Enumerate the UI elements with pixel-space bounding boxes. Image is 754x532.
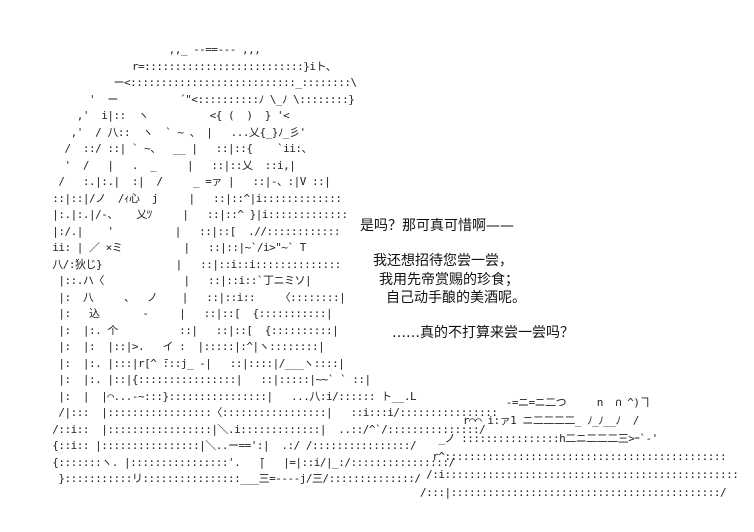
ascii-art-line: / :.|:.| :| / _ =ァ | ::|-、:|V ::| bbox=[40, 175, 331, 188]
ascii-art-line: {:::::::ヽ. |::::::::::::::::'. ̄| |=|::i… bbox=[40, 455, 455, 469]
ascii-art-line: ::|::|/ノ /ｨ心 j | ::|::^|i::::::::::::: bbox=[40, 191, 342, 205]
ascii-art-line: |::.ハ〈 | ::|::i::`丁ニミソ| bbox=[40, 274, 312, 287]
ascii-art-hand-line: r^::::::::::::::::::::::::::::::::::::::… bbox=[420, 450, 727, 463]
ascii-art-line: ' ー ´"<::::::::::ﾉ \_ﾉ \::::::::} bbox=[40, 92, 355, 106]
ascii-art-line: ,' / 八:: ヽ ` ~ 、 | ...乂{_}ﾉ_彡' bbox=[40, 125, 307, 139]
ascii-art-line: |: |:. 个 ::| ::|::[ {::::::::::| bbox=[40, 323, 339, 337]
ascii-art-line: ii: | ／ ×ミ | ::|::|~`/i>"~` T bbox=[40, 241, 306, 254]
ascii-art-line: ー<:::::::::::::::::::::::::::_::::::::\ bbox=[40, 76, 357, 89]
ascii-art-line: ,,_ --==--- ,,, bbox=[40, 43, 261, 56]
ascii-art-line: |: | |⌒...-~:::}::::::::::::::::| ...八:i… bbox=[40, 389, 417, 403]
ascii-art-hand-line: /:i:::::::::::::::::::::::::::::::::::::… bbox=[420, 468, 739, 481]
dialogue-line-5: ……真的不打算来尝一尝吗？ bbox=[392, 325, 574, 341]
ascii-art-line: {::i:: |::::::::::::::::|＼..ー==':| .:/ /… bbox=[40, 439, 417, 452]
ascii-art-line: |: |:. |:::|r[^ ̄:::j_ -| ::|::::|/___ヽ:… bbox=[40, 356, 345, 370]
ascii-art-line: |: 八 、 ノ | ::|::i:: 〈::::::::| bbox=[40, 290, 346, 304]
ascii-art-hand-line: _ノ ::::::::::::::::h二ニ二二二三>ｰ`-' bbox=[420, 432, 658, 445]
dialogue-line-4: 自己动手酿的美酒呢。 bbox=[386, 290, 526, 306]
ascii-art-line: }:::::::::::リ::::::::::::::::___三=----j/… bbox=[40, 472, 421, 485]
ascii-art-hand-line: -=ニ=ニ二つ n ∩ ^)ヿ bbox=[420, 396, 651, 409]
dialogue-line-2: 我还想招待您尝一尝， bbox=[373, 253, 513, 269]
ascii-art-line: ' / | . _ | ::|::乂 ::i,| bbox=[40, 158, 296, 172]
ascii-art-line: /|::: |:::::::::::::::::〈:::::::::::::::… bbox=[40, 406, 498, 419]
ascii-art-line: /::i:: |:::::::::::::::::|＼.i:::::::::::… bbox=[40, 422, 486, 436]
ascii-art-line: |:/.| ' | ::|::[ .//:::::::::::: bbox=[40, 224, 341, 238]
ascii-art-hand-line: /:::|:::::::::::::::::::::::::::::::::::… bbox=[420, 486, 727, 499]
ascii-art-line: r=::::::::::::::::::::::::::}iト、 bbox=[40, 59, 337, 73]
ascii-art-line: |:.|:.|/-、 乂ﾂ | ::|::^ }|i::::::::::::: bbox=[40, 208, 348, 221]
dialogue-line-1: 是吗？那可真可惜啊—— bbox=[360, 218, 514, 234]
dialogue-line-3: 我用先帝赏赐的珍食； bbox=[379, 272, 519, 288]
ascii-art-line: 八/:狄じ} | ::|::i::i:::::::::::::: bbox=[40, 257, 341, 271]
ascii-art-line: ,' i|:: ヽ <{ ( ) } '< bbox=[40, 109, 290, 122]
ascii-art-line: |: |:. |::|{::::::::::::::::| ::|:::::|~… bbox=[40, 373, 371, 386]
ascii-art-line: |: 込 - | ::|::[ {:::::::::::| bbox=[40, 307, 333, 320]
ascii-art-line: |: |: |::|>. イ : |:::::|:^|ヽ::::::::| bbox=[40, 340, 325, 353]
ascii-art-hand-line: r⌒⌒ i:ァ1 ニ二二二二_ ﾉ_ﾉ__ﾉ / bbox=[420, 414, 639, 427]
ascii-art-line: / ::/ ::| ` ~、 __ | ::|::{ `ii:、 bbox=[40, 142, 313, 155]
